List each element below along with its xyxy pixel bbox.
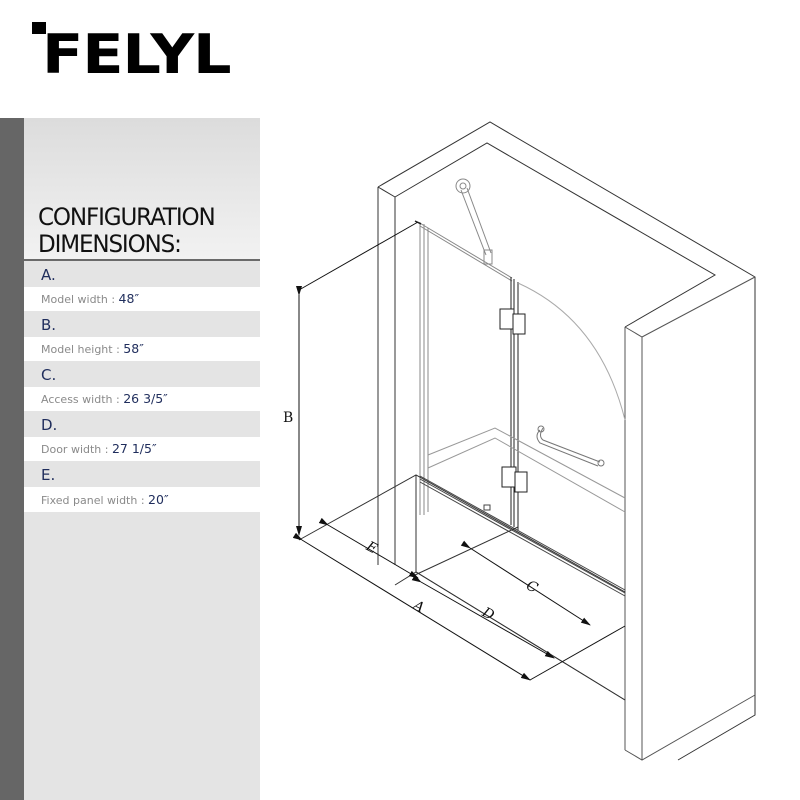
dimension-value: 20″ <box>148 492 169 507</box>
dimension-row-d: Door width : 27 1/5″ <box>24 437 260 461</box>
dimension-label-a: A <box>409 597 427 617</box>
dimension-value: 58″ <box>123 341 144 356</box>
dimension-row-e: Fixed panel width : 20″ <box>24 487 260 512</box>
dimension-value: 26 3/5″ <box>123 391 168 406</box>
dimension-letter-d: D. <box>24 411 260 437</box>
towel-bar <box>536 425 605 467</box>
panel-heading: CONFIGURATION DIMENSIONS: <box>38 203 216 258</box>
support-bar <box>455 178 493 265</box>
dimension-label-b: B <box>283 410 293 426</box>
heading-line-1: CONFIGURATION <box>38 203 216 231</box>
dimension-value: 27 1/5″ <box>111 441 157 456</box>
side-accent-bar <box>0 118 24 800</box>
panel-header-bg <box>24 118 260 260</box>
dimension-lines <box>292 221 626 681</box>
dimension-label: Access width : <box>41 393 124 406</box>
dimension-label-c: C <box>523 577 540 596</box>
dimension-row-a: Model width : 48″ <box>24 287 260 311</box>
dimension-letter-a: A. <box>24 261 260 287</box>
dimension-letter-b: B. <box>24 311 260 337</box>
dimension-value: 48″ <box>118 291 140 306</box>
fixed-glass-panel <box>417 221 513 515</box>
dimension-label: Model width : <box>41 293 119 306</box>
dimension-letter-c: C. <box>24 361 260 387</box>
heading-line-2: DIMENSIONS: <box>38 230 182 258</box>
dimension-row-b: Model height : 58″ <box>24 337 260 361</box>
brand-name: FELYL <box>42 23 232 86</box>
dimension-label-d: D <box>478 604 496 624</box>
dimension-label: Fixed panel width : <box>41 494 149 507</box>
dimension-letter-e: E. <box>24 461 260 487</box>
heading-divider <box>24 259 260 261</box>
tub-rim <box>427 427 626 513</box>
door-swing-arc <box>517 282 626 421</box>
dimension-row-c: Access width : 26 3/5″ <box>24 387 260 411</box>
dimension-label: Door width : <box>41 443 112 456</box>
dimensions-panel: CONFIGURATION DIMENSIONS: A. Model width… <box>24 118 260 800</box>
door-hinge-post <box>499 277 528 530</box>
logo-mark <box>32 22 46 34</box>
dimension-label: Model height : <box>41 343 124 356</box>
right-wall <box>624 276 756 761</box>
tub-apron <box>298 474 626 701</box>
